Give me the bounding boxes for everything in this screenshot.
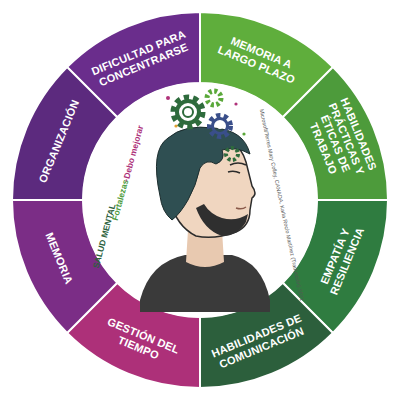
- gears: [166, 91, 246, 160]
- eyebrow: [230, 163, 246, 165]
- beard: [196, 204, 248, 236]
- inner-edge: [84, 84, 316, 316]
- eye: [228, 171, 240, 173]
- hair: [156, 127, 250, 220]
- mouth: [236, 207, 246, 209]
- center-disc: [83, 83, 317, 317]
